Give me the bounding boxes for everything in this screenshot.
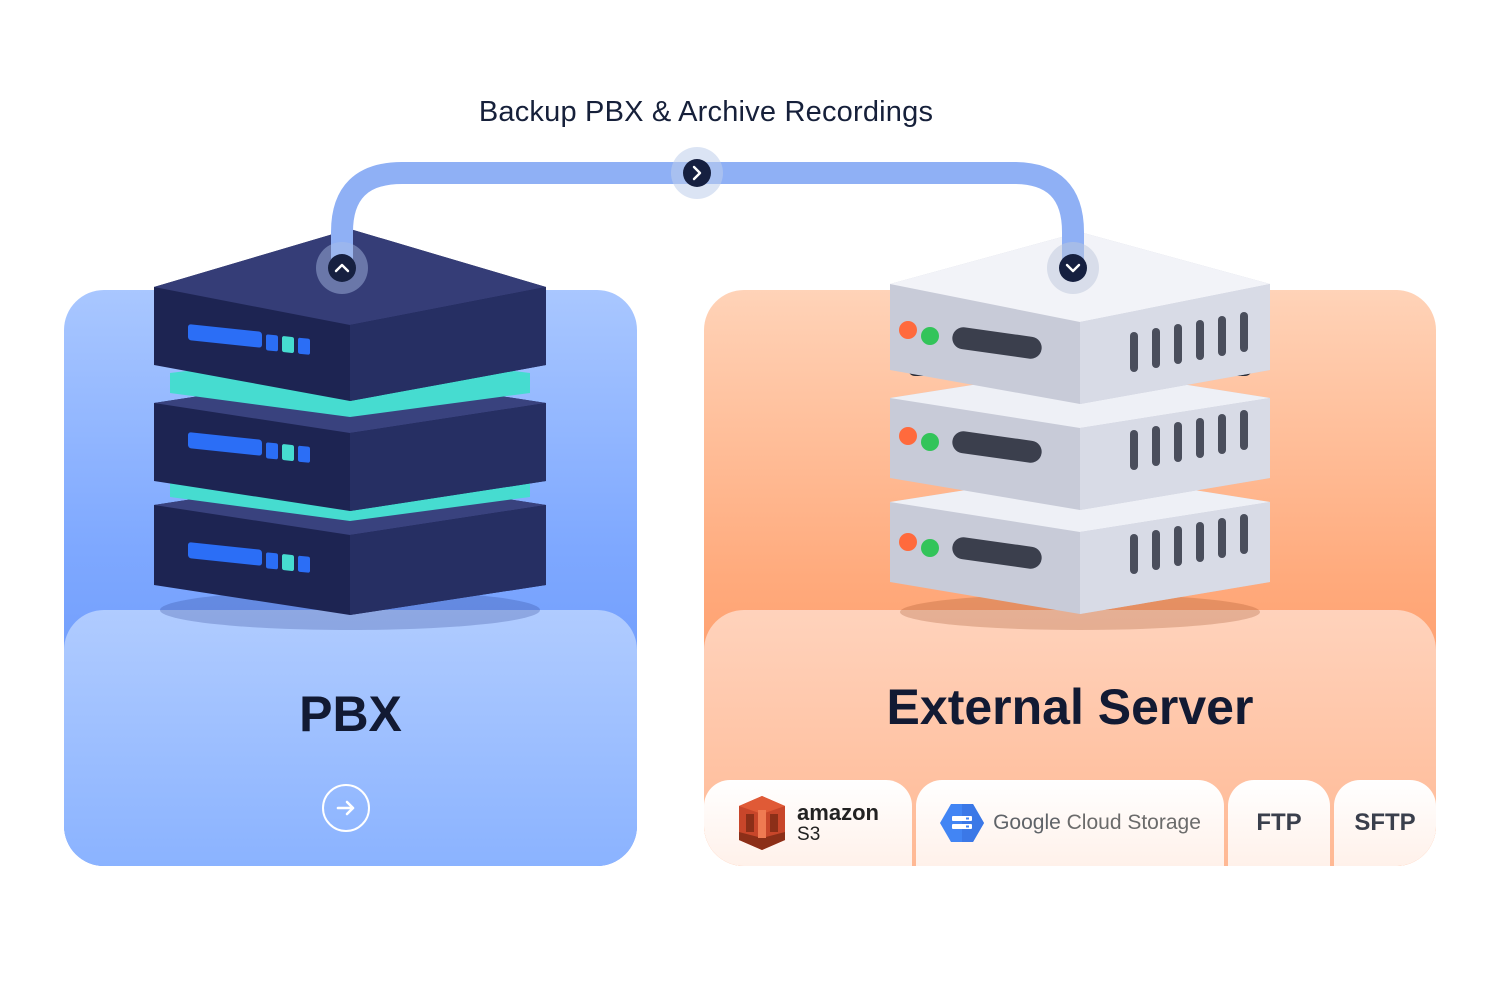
- storage-tab-amazon-s3[interactable]: amazon S3: [704, 780, 912, 866]
- flow-target-node: [1047, 242, 1099, 294]
- gcs-brand: Google: [993, 811, 1061, 834]
- amazon-s3-sub: S3: [797, 824, 821, 845]
- amazon-s3-icon: [739, 796, 786, 850]
- ftp-label: FTP: [1256, 809, 1302, 836]
- flow-mid-node: [671, 147, 723, 199]
- arrow-right-circle-icon[interactable]: [322, 784, 370, 832]
- amazon-s3-brand: amazon: [797, 800, 879, 825]
- google-cloud-storage-icon: [940, 804, 985, 842]
- pbx-title: PBX: [299, 686, 402, 742]
- sftp-label: SFTP: [1354, 809, 1416, 836]
- storage-tab-sftp[interactable]: SFTP: [1334, 780, 1436, 866]
- storage-options: amazon S3 Google Cloud Storage FTP SFTP: [704, 780, 1436, 866]
- external-server-title: External Server: [886, 679, 1254, 735]
- gcs-sub: Cloud Storage: [1066, 811, 1201, 834]
- flow-source-node: [316, 242, 368, 294]
- storage-tab-google-cloud-storage[interactable]: Google Cloud Storage: [916, 780, 1224, 866]
- flow-title: Backup PBX & Archive Recordings: [478, 96, 934, 128]
- pbx-server-illustration: [154, 229, 546, 630]
- storage-tab-ftp[interactable]: FTP: [1228, 780, 1330, 866]
